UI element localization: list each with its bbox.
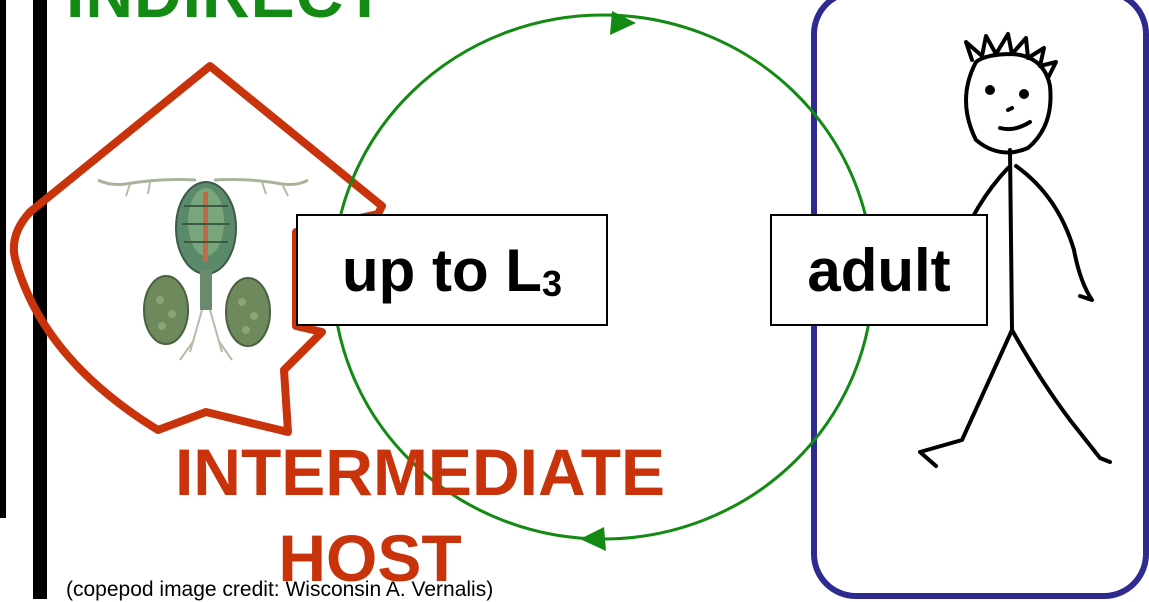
intermediate-host-line2: HOST [278,521,462,595]
cycle-arrowhead-bottom [580,527,606,551]
left-edge-bar [0,0,6,518]
intermediate-host-line1: INTERMEDIATE [174,435,666,509]
diagram-heading: INDIRECT [66,0,386,32]
image-credit: (copepod image credit: Wisconsin A. Vern… [66,578,494,601]
larva-stage-subscript: 3 [541,263,562,304]
left-main-bar [33,0,47,599]
cycle-arrowhead-top [610,11,636,35]
copepod-icon [97,178,309,361]
larva-stage-text: up to L [342,236,542,304]
intermediate-host-outline [9,62,386,436]
adult-stage-label: adult [770,214,988,326]
